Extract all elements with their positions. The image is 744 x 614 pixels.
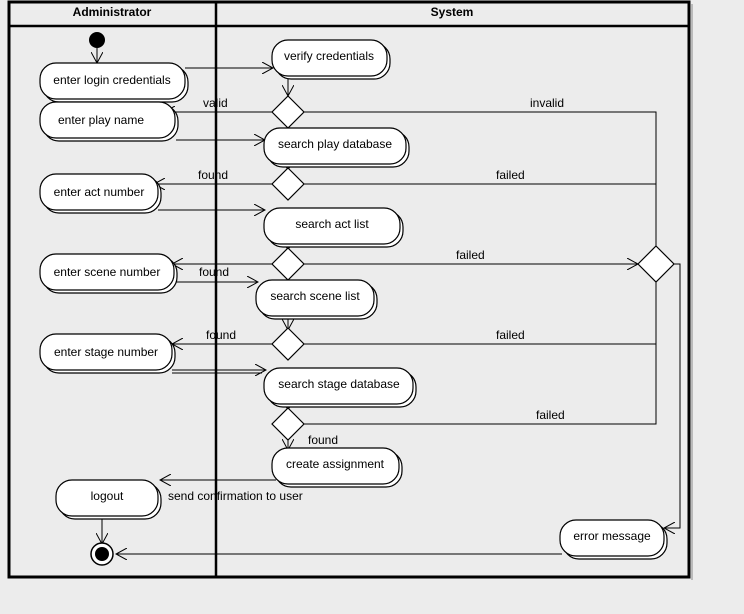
activity-enter-scene: enter scene number [39,253,178,294]
activity-label: error message [573,529,651,543]
guard-valid: valid [203,96,228,110]
activity-search-act: search act list [263,207,404,248]
activity-label: enter scene number [54,265,161,279]
activity-label: search scene list [270,289,360,303]
activity-label: enter play name [58,113,144,127]
activity-enter-play: enter play name [39,101,179,142]
guard-found-scene: found [206,328,236,342]
decision-play [271,167,305,201]
decision-scene [271,327,305,361]
activity-error-message: error message [559,519,668,560]
lane-title-system: System [431,5,474,19]
activity-search-play: search play database [263,127,410,168]
guard-invalid: invalid [530,96,564,110]
activity-label: enter act number [54,185,145,199]
guard-failed-scene: failed [496,328,525,342]
activity-search-scene: search scene list [255,279,378,320]
activity-verify-credentials: verify credentials [271,39,391,80]
activity-label: search play database [278,137,392,151]
decision-stage [271,407,305,441]
control-flows [102,68,681,554]
activity-enter-act: enter act number [39,173,162,214]
guard-failed-play: failed [496,168,525,182]
activity-label: search stage database [278,377,400,391]
guard-failed-act: failed [456,248,485,262]
activity-search-stage: search stage database [263,367,417,408]
initial-node [89,32,105,48]
final-node [90,542,114,566]
activity-create-assignment: create assignment [271,447,403,488]
activity-label: search act list [295,217,369,231]
guard-failed-stage: failed [536,408,565,422]
guard-found-act: found [199,265,229,279]
activity-label: enter login credentials [53,73,170,87]
lane-title-administrator: Administrator [73,5,152,19]
activity-label: create assignment [286,457,385,471]
activity-enter-login: enter login credentials [39,62,189,103]
guard-found-play: found [198,168,228,182]
activity-enter-stage: enter stage number [39,333,176,374]
activity-label: verify credentials [284,49,374,63]
label-send-confirmation: send confirmation to user [168,489,303,503]
activity-logout: logout [55,479,162,520]
activity-label: logout [91,489,124,503]
guard-found-stage: found [308,433,338,447]
activity-label: enter stage number [54,345,158,359]
